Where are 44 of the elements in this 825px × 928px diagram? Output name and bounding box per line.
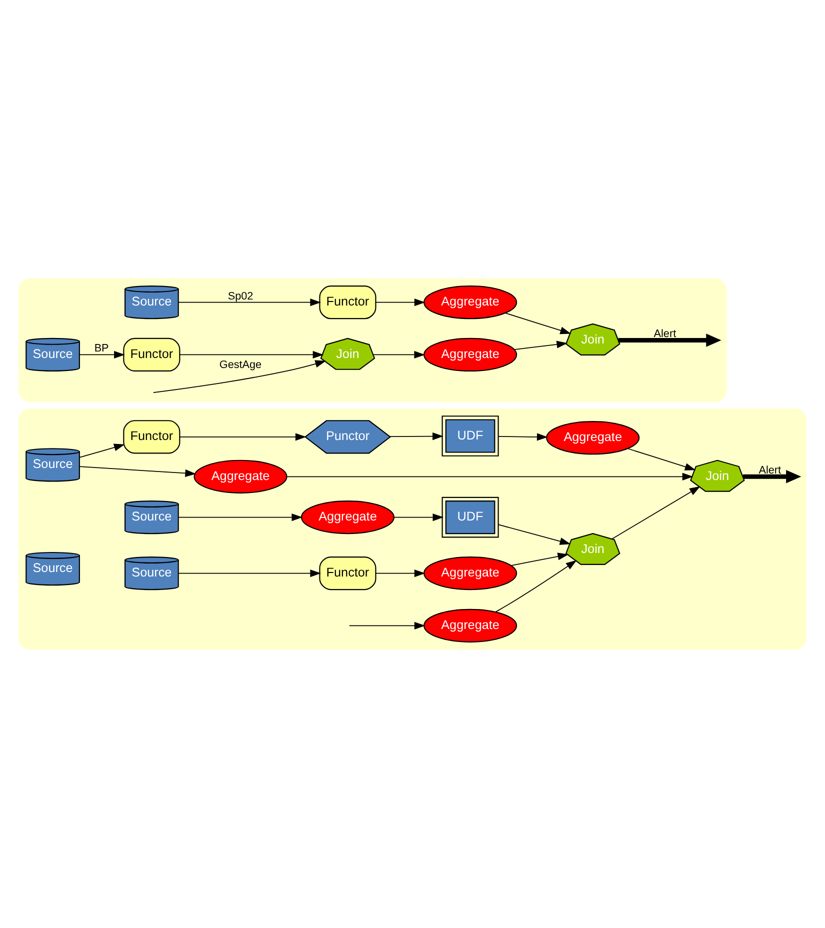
- arrow: [372, 350, 426, 358]
- edge-label: Alert: [758, 464, 782, 477]
- arrow: [375, 298, 426, 306]
- node-box: UDF: [442, 496, 499, 538]
- arrow: [180, 433, 306, 441]
- arrow: [505, 312, 572, 334]
- arrow: [153, 360, 326, 393]
- node-ellipse: Aggregate: [546, 421, 640, 455]
- arrow: [178, 570, 322, 578]
- node-ellipse: Aggregate: [424, 608, 518, 642]
- cluster: [18, 278, 727, 402]
- arrow: [79, 466, 196, 477]
- node-box: UDF: [442, 416, 499, 456]
- node-box: Functor: [319, 286, 376, 320]
- node-ellipse: Aggregate: [424, 556, 518, 590]
- edge-label: GestAge: [219, 358, 262, 371]
- arrow: [79, 444, 125, 458]
- arrow: [375, 570, 426, 578]
- edge-label: BP: [94, 342, 109, 355]
- arrow: [180, 350, 324, 358]
- arrow: [178, 298, 322, 306]
- arrow: [627, 448, 696, 470]
- arrow: [612, 486, 700, 540]
- node-ellipse: Aggregate: [424, 338, 518, 372]
- arrow: [498, 524, 571, 545]
- arrow: [510, 552, 569, 566]
- node-box: Functor: [123, 420, 180, 454]
- edge-label: Sp02: [228, 290, 254, 302]
- arrow: [495, 560, 577, 612]
- cluster: [18, 408, 807, 650]
- arrow: [348, 622, 426, 630]
- arrow: [389, 432, 444, 440]
- arrow: [79, 350, 125, 358]
- arrow: [498, 433, 548, 441]
- edge-label: Alert: [654, 328, 676, 340]
- node-box: Functor: [319, 556, 376, 590]
- arrow: [394, 514, 444, 522]
- node-ellipse: Aggregate: [424, 286, 518, 320]
- node-ellipse: Aggregate: [300, 500, 394, 534]
- node-box: Functor: [123, 338, 180, 372]
- arrow: [178, 514, 303, 522]
- arrow: [514, 340, 568, 350]
- node-ellipse: Aggregate: [194, 460, 288, 494]
- arrow: [286, 472, 694, 480]
